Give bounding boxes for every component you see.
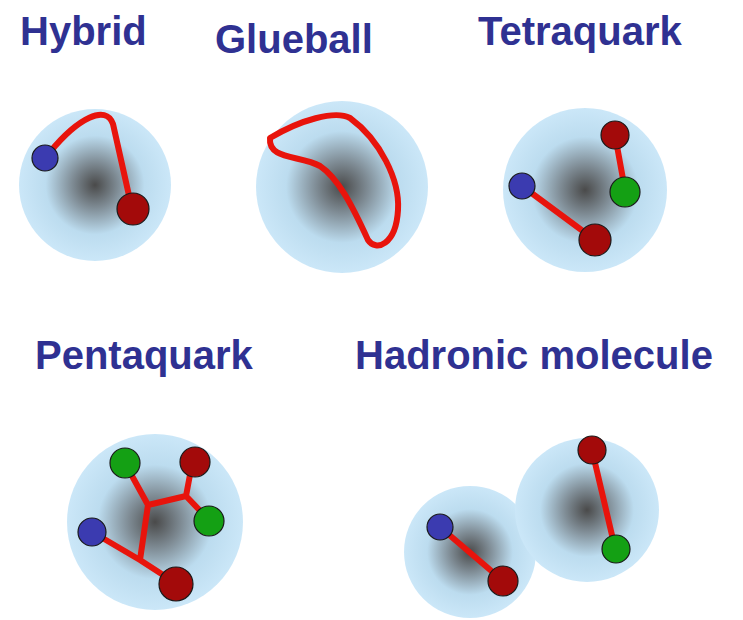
quark [110,448,140,478]
quark [194,506,224,536]
particle-label: Tetraquark [478,8,682,54]
quark [579,224,611,256]
particle-label: Hadronic molecule [355,332,713,378]
quark [602,535,630,563]
particle-label: Pentaquark [35,332,253,378]
quark [578,436,606,464]
gluon-loop [270,115,398,245]
hadron-cloud [503,108,667,272]
hadron-cloud [67,434,243,610]
hadron-cloud [19,109,171,261]
quark [601,121,629,149]
quark [117,193,149,225]
particle-label: Glueball [215,16,373,62]
quark [427,514,453,540]
gluon-string [94,464,207,582]
quark [78,518,106,546]
quark [180,447,210,477]
quark [509,173,535,199]
gluon-string [592,450,615,548]
hadron-cloud [256,101,428,273]
quark [159,567,193,601]
gluon-string [50,115,130,200]
quark [610,177,640,207]
particle-label: Hybrid [20,8,147,54]
quark [32,145,58,171]
quark [488,566,518,596]
